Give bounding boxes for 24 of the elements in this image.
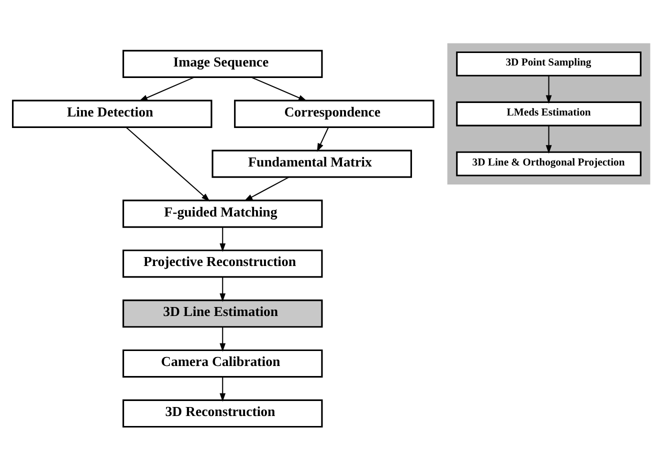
node-box: 3D Line & Orthogonal Projection [456, 150, 642, 176]
node-box: Correspondence [234, 99, 434, 128]
node-box: F-guided Matching [122, 199, 323, 228]
node-box: Image Sequence [122, 49, 323, 78]
arrow [220, 226, 226, 252]
arrow [220, 326, 226, 352]
arrow [546, 126, 552, 154]
arrow [316, 126, 329, 152]
node-box: 3D Line Estimation [122, 299, 323, 328]
arrow [251, 76, 308, 101]
arrow [126, 126, 210, 201]
node-box: 3D Reconstruction [122, 398, 323, 428]
cluster [447, 42, 650, 184]
node-box: Line Detection [12, 99, 212, 128]
node-box: LMeds Estimation [456, 100, 642, 126]
node-box: 3D Point Sampling [456, 50, 642, 76]
node-box: Camera Calibration [122, 348, 323, 378]
arrow [546, 76, 552, 104]
node-box: Fundamental Matrix [212, 149, 412, 178]
arrow [220, 276, 226, 302]
arrow [139, 76, 194, 101]
arrow [244, 176, 290, 201]
arrow [220, 376, 226, 402]
node-box: Projective Reconstruction [122, 249, 323, 278]
